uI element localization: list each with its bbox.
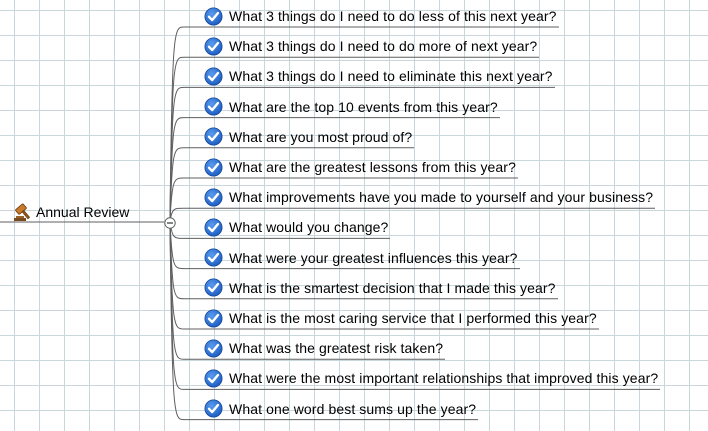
subtopic-label: What were your greatest influences this … [229, 249, 518, 266]
subtopic-label: What one word best sums up the year? [229, 400, 477, 417]
subtopic[interactable]: What were your greatest influences this … [204, 248, 518, 268]
check-circle-icon [204, 97, 223, 116]
check-circle-icon [204, 67, 223, 86]
central-topic-label: Annual Review [36, 204, 130, 220]
check-circle-icon [204, 339, 223, 358]
check-circle-icon [204, 308, 223, 328]
branch-connector [169, 177, 518, 222]
subtopic-label: What are the greatest lessons from this … [229, 159, 516, 175]
check-circle-icon [204, 37, 223, 56]
check-circle-icon [204, 399, 223, 418]
subtopic-label: What were the most important relationshi… [229, 370, 659, 387]
central-topic[interactable]: Annual Review [12, 200, 129, 224]
check-circle-icon [204, 157, 223, 177]
check-circle-icon [204, 278, 223, 297]
branch-connector [169, 147, 414, 222]
subtopic-label: What was the greatest risk taken? [229, 340, 444, 357]
branch-connector [169, 220, 660, 390]
subtopic[interactable]: What was the greatest risk taken? [204, 338, 443, 358]
subtopic-label: What are you most proud of? [229, 128, 413, 145]
subtopic[interactable]: What improvements have you made to yours… [204, 187, 653, 207]
subtopic-label: What are the top 10 events from this yea… [229, 98, 498, 115]
subtopic-label: What would you change? [229, 219, 389, 236]
subtopic[interactable]: What 3 things do I need to do less of th… [204, 6, 557, 26]
check-circle-icon [204, 6, 223, 26]
subtopic-label: What 3 things do I need to do more of ne… [229, 38, 538, 55]
subtopic-label: What 3 things do I need to eliminate thi… [229, 68, 553, 85]
check-circle-icon [204, 369, 223, 388]
subtopic-label: What is the smartest decision that I mad… [229, 279, 556, 296]
gavel-icon [12, 201, 34, 223]
check-circle-icon [204, 127, 223, 146]
subtopic[interactable]: What were the most important relationshi… [204, 368, 658, 388]
check-circle-icon [204, 188, 223, 207]
subtopic[interactable]: What one word best sums up the year? [204, 399, 476, 419]
subtopic[interactable]: What 3 things do I need to do more of ne… [204, 36, 537, 56]
subtopic-label: What is the most caring service that I p… [229, 310, 597, 326]
check-circle-icon [204, 248, 223, 267]
subtopic-label: What 3 things do I need to do less of th… [229, 8, 557, 24]
branch-connector [169, 220, 478, 421]
subtopic[interactable]: What are the greatest lessons from this … [204, 157, 516, 177]
subtopic[interactable]: What 3 things do I need to eliminate thi… [204, 66, 553, 86]
subtopic[interactable]: What are you most proud of? [204, 127, 412, 147]
subtopic[interactable]: What is the smartest decision that I mad… [204, 278, 556, 298]
subtopic[interactable]: What are the top 10 events from this yea… [204, 97, 498, 117]
collapse-toggle-button[interactable] [164, 216, 176, 229]
check-circle-icon [204, 218, 223, 237]
subtopic[interactable]: What is the most caring service that I p… [204, 308, 597, 328]
subtopic-label: What improvements have you made to yours… [229, 189, 654, 206]
subtopic[interactable]: What would you change? [204, 217, 388, 237]
